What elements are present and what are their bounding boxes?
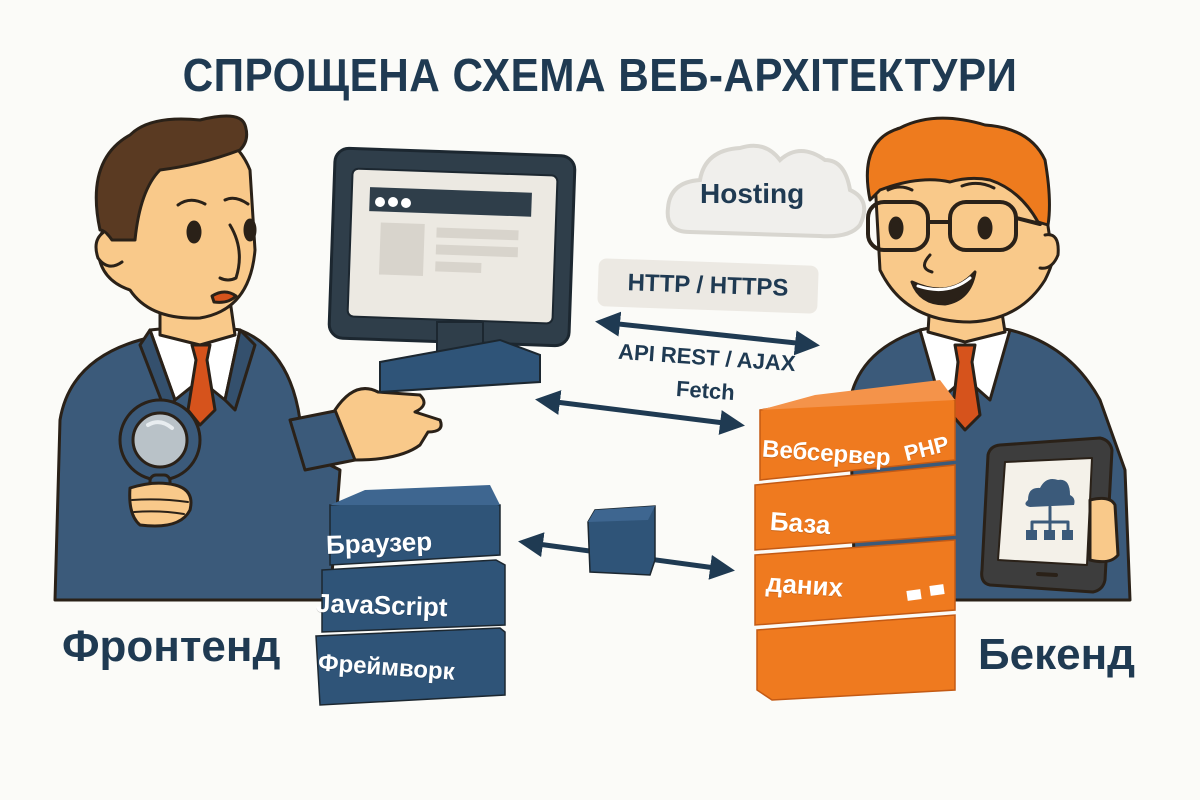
fetch-label: Fetch — [675, 375, 736, 406]
frontend-developer-figure — [53, 114, 443, 602]
backend-stack-data: даних — [765, 567, 845, 603]
protocol-badge: HTTP / HTTPS — [597, 258, 819, 314]
diagram-title: СПРОЩЕНА СХЕМА ВЕБ-АРХІТЕКТУРИ — [182, 49, 1018, 101]
frontend-stack-javascript: JavaScript — [315, 587, 449, 623]
tablet-cloud-network-icon — [980, 436, 1114, 594]
backend-stack-graphic — [754, 380, 956, 701]
http-arrow — [595, 311, 820, 356]
frontend-label: Фронтенд — [62, 622, 281, 671]
monitor-browser-icon — [327, 146, 577, 394]
frontend-stack-browser: Браузер — [325, 526, 433, 560]
backend-stack-database: База — [769, 505, 832, 541]
cloud-icon — [665, 143, 867, 239]
backend-label: Бекенд — [978, 630, 1136, 679]
hosting-label: Hosting — [700, 178, 805, 209]
frontend-stack-graphic — [315, 485, 506, 706]
data-cube-icon — [587, 505, 656, 576]
api-arrow — [535, 390, 745, 435]
